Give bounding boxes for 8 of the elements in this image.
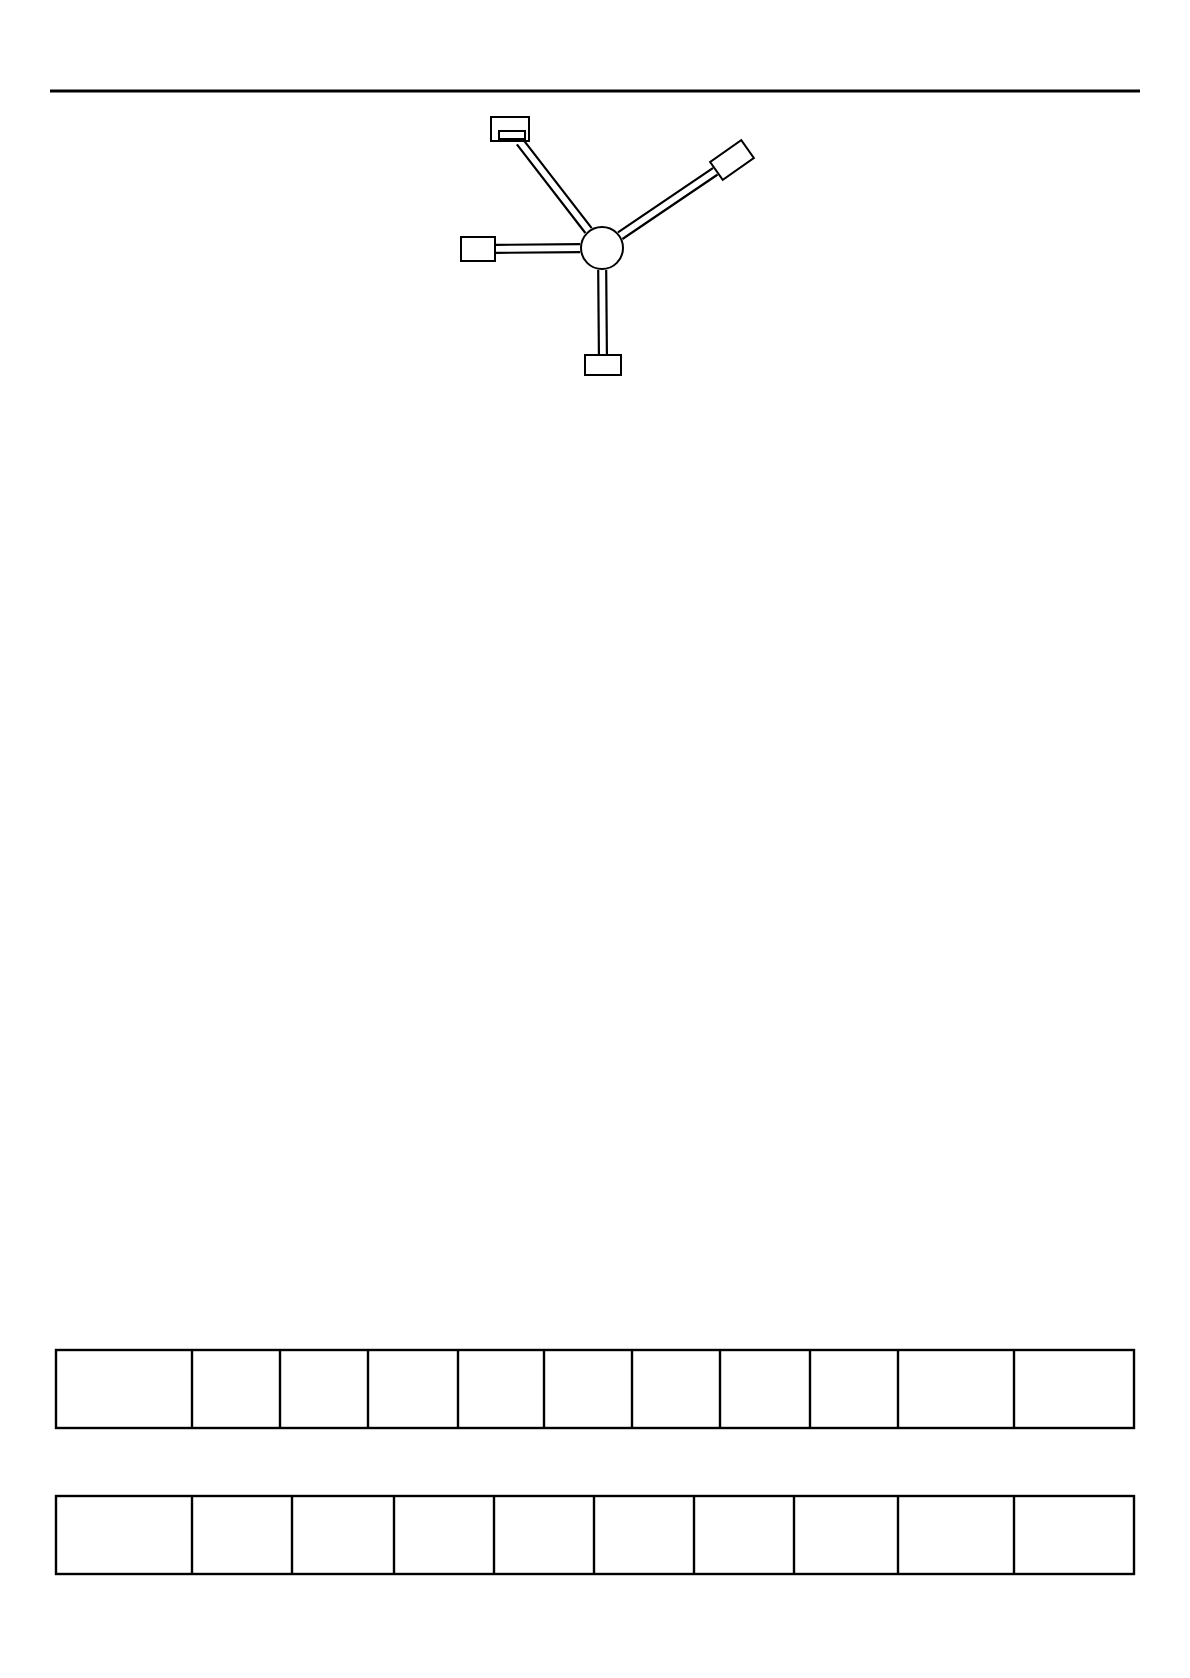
terminal-box — [460, 236, 496, 262]
connector-arm — [597, 268, 608, 356]
connector-arm — [494, 243, 582, 254]
connector-arm — [616, 166, 719, 241]
terminal-box — [490, 116, 530, 142]
connector-arm — [515, 138, 593, 235]
hub-circle — [580, 226, 624, 270]
terminal-box — [584, 354, 622, 376]
